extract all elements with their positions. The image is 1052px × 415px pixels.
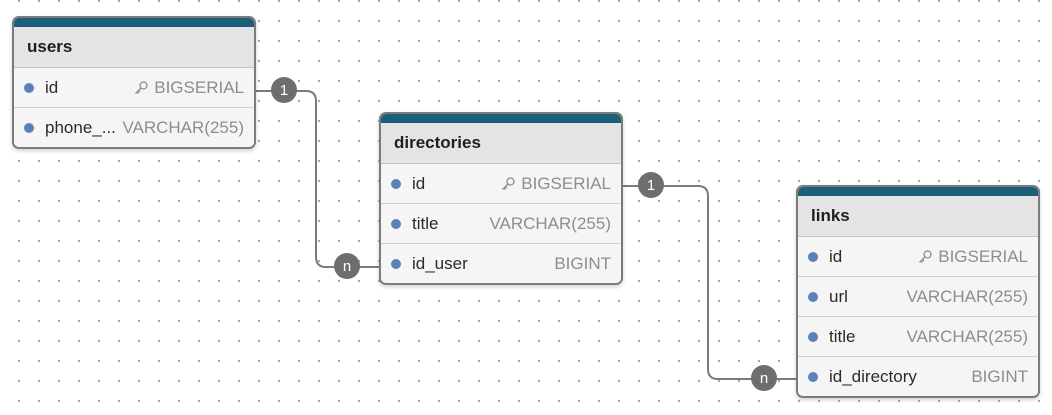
column-name: url <box>829 286 848 306</box>
svg-text:n: n <box>760 370 768 387</box>
column-type-label: BIGSERIAL <box>938 246 1028 266</box>
table-users-row-id[interactable]: id BIGSERIAL <box>14 68 254 108</box>
key-icon <box>133 80 149 96</box>
column-name: id_directory <box>829 366 917 386</box>
table-users-title[interactable]: users <box>14 18 254 68</box>
key-icon <box>917 249 933 265</box>
column-dot-icon <box>24 82 34 93</box>
column-name: id <box>45 77 59 97</box>
column-name: phone_... <box>45 117 116 137</box>
column-type: BIGINT <box>971 367 1028 387</box>
column-type: BIGSERIAL <box>500 174 611 194</box>
column-dot-icon <box>808 371 818 382</box>
column-name: title <box>829 326 856 346</box>
svg-text:n: n <box>343 258 351 275</box>
column-dot-icon <box>391 218 401 229</box>
connector-users-directories[interactable] <box>252 90 380 268</box>
svg-text:1: 1 <box>647 177 655 194</box>
column-type-label: VARCHAR(255) <box>122 117 244 137</box>
table-links[interactable]: links id BIGSERIAL url VARCHAR(255) titl… <box>796 185 1040 398</box>
table-directories-row-id-user[interactable]: id_user BIGINT <box>381 244 621 283</box>
column-type: VARCHAR(255) <box>906 327 1028 347</box>
badge-directories-many: n <box>334 253 360 279</box>
column-name: id <box>829 246 843 266</box>
column-type: BIGSERIAL <box>917 247 1028 267</box>
table-links-row-id-directory[interactable]: id_directory BIGINT <box>798 357 1038 396</box>
column-type-label: BIGSERIAL <box>154 77 244 97</box>
table-links-row-id[interactable]: id BIGSERIAL <box>798 237 1038 277</box>
table-users-row-phone[interactable]: phone_... VARCHAR(255) <box>14 108 254 147</box>
column-dot-icon <box>808 331 818 342</box>
column-dot-icon <box>24 122 34 133</box>
column-type-label: VARCHAR(255) <box>906 286 1028 306</box>
column-type: BIGSERIAL <box>133 78 244 98</box>
svg-text:1: 1 <box>280 82 288 99</box>
column-type: VARCHAR(255) <box>122 118 244 138</box>
badge-users-one: 1 <box>271 77 297 103</box>
badge-directories-one: 1 <box>638 172 664 198</box>
badge-links-many: n <box>751 365 777 391</box>
table-directories[interactable]: directories id BIGSERIAL title VARCHAR(2… <box>379 112 623 285</box>
column-type-label: VARCHAR(255) <box>906 326 1028 346</box>
table-users[interactable]: users id BIGSERIAL phone_... VARCHAR(255… <box>12 16 256 149</box>
column-type: VARCHAR(255) <box>906 287 1028 307</box>
column-name: title <box>412 213 439 233</box>
column-dot-icon <box>808 291 818 302</box>
column-dot-icon <box>808 251 818 262</box>
column-name: id <box>412 173 426 193</box>
column-type-label: BIGINT <box>971 366 1028 386</box>
table-directories-row-title[interactable]: title VARCHAR(255) <box>381 204 621 244</box>
connector-directories-links[interactable] <box>618 185 797 380</box>
column-dot-icon <box>391 178 401 189</box>
column-type: BIGINT <box>554 254 611 274</box>
table-directories-title[interactable]: directories <box>381 114 621 164</box>
table-links-title[interactable]: links <box>798 187 1038 237</box>
column-dot-icon <box>391 258 401 269</box>
table-directories-row-id[interactable]: id BIGSERIAL <box>381 164 621 204</box>
key-icon <box>500 176 516 192</box>
column-type-label: BIGINT <box>554 253 611 273</box>
table-links-row-title[interactable]: title VARCHAR(255) <box>798 317 1038 357</box>
column-name: id_user <box>412 253 468 273</box>
column-type-label: VARCHAR(255) <box>489 213 611 233</box>
column-type: VARCHAR(255) <box>489 214 611 234</box>
table-links-row-url[interactable]: url VARCHAR(255) <box>798 277 1038 317</box>
column-type-label: BIGSERIAL <box>521 173 611 193</box>
